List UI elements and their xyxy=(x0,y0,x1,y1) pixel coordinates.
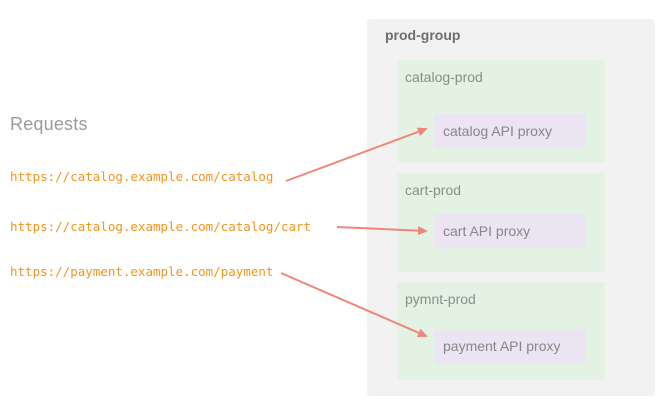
proxy-name-cart: cart API proxy xyxy=(443,223,531,239)
environment-name-cart-prod: cart-prod xyxy=(405,182,462,198)
request-url-payment: https://payment.example.com/payment xyxy=(10,264,274,279)
environment-box-cart-prod: cart-prod cart API proxy xyxy=(397,173,605,272)
request-url-cart: https://catalog.example.com/catalog/cart xyxy=(10,219,312,234)
environment-name-catalog-prod: catalog-prod xyxy=(405,69,483,85)
proxy-box-catalog: catalog API proxy xyxy=(434,114,586,148)
prod-group-box: prod-group catalog-prod catalog API prox… xyxy=(367,19,655,396)
request-url-catalog: https://catalog.example.com/catalog xyxy=(10,169,274,184)
proxy-box-payment: payment API proxy xyxy=(434,329,586,363)
environment-box-catalog-prod: catalog-prod catalog API proxy xyxy=(397,60,605,162)
requests-title: Requests xyxy=(10,114,88,134)
environment-name-pymnt-prod: pymnt-prod xyxy=(405,291,476,307)
prod-group-title: prod-group xyxy=(385,27,461,43)
proxy-name-payment: payment API proxy xyxy=(443,338,561,354)
environment-box-pymnt-prod: pymnt-prod payment API proxy xyxy=(397,282,605,380)
proxy-box-cart: cart API proxy xyxy=(434,214,586,248)
proxy-name-catalog: catalog API proxy xyxy=(443,123,552,139)
